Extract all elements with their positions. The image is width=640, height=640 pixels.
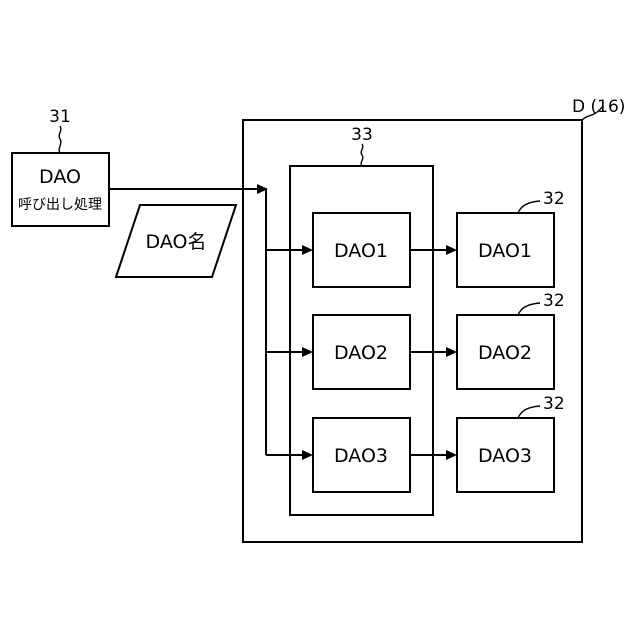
call-process-label-line2: 呼び出し処理 bbox=[18, 197, 102, 213]
outer-dao-1-label: DAO1 bbox=[478, 240, 532, 262]
inner-dao-1-label: DAO1 bbox=[334, 240, 388, 262]
dao-name-label: DAO名 bbox=[146, 231, 207, 253]
dao-group-ref-label: 33 bbox=[351, 125, 373, 145]
call-process-ref-label: 31 bbox=[49, 107, 71, 127]
inner-dao-2-label: DAO2 bbox=[334, 342, 388, 364]
call-process-ref-leader bbox=[59, 126, 61, 153]
call-process-box bbox=[12, 153, 109, 226]
device-ref-label: D (16) bbox=[572, 97, 625, 117]
outer-dao-1-ref-label: 32 bbox=[543, 189, 565, 209]
outer-dao-3-ref-label: 32 bbox=[543, 394, 565, 414]
inner-dao-3-label: DAO3 bbox=[334, 445, 388, 467]
outer-dao-2-ref-label: 32 bbox=[543, 291, 565, 311]
outer-dao-3-label: DAO3 bbox=[478, 445, 532, 467]
call-process-label-line1: DAO bbox=[39, 166, 81, 188]
outer-dao-2-label: DAO2 bbox=[478, 342, 532, 364]
